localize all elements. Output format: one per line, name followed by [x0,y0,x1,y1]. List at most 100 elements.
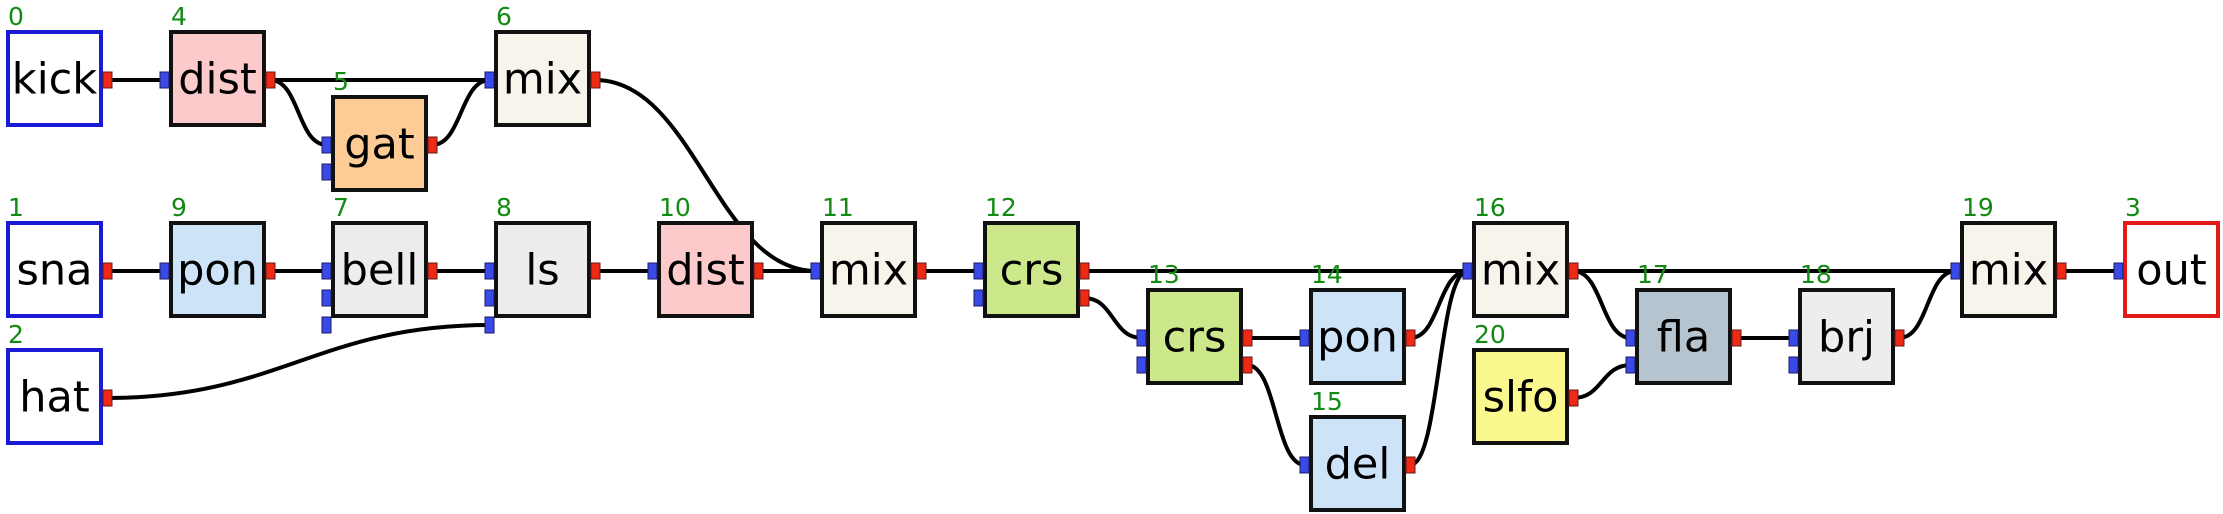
inlet-port-0[interactable] [159,262,170,280]
node-id-label: 6 [496,2,512,31]
outlet-port-0[interactable] [1405,329,1416,347]
node-box[interactable] [1635,288,1732,385]
inlet-port-2[interactable] [484,316,495,334]
node-box[interactable] [983,221,1080,318]
inlet-port-0[interactable] [159,71,170,89]
inlet-port-0[interactable] [810,262,821,280]
node-box[interactable] [6,30,103,127]
inlet-port-1[interactable] [321,163,332,181]
inlet-port-1[interactable] [1625,356,1636,374]
outlet-port-0[interactable] [590,262,601,280]
outlet-port-0[interactable] [427,136,438,154]
inlet-port-0[interactable] [1136,329,1147,347]
inlet-port-0[interactable] [1625,329,1636,347]
node-box[interactable] [6,348,103,445]
node-box[interactable] [1960,221,2057,318]
outlet-port-0[interactable] [1242,329,1253,347]
inlet-port-1[interactable] [1788,356,1799,374]
node-box[interactable] [494,30,591,127]
inlet-port-0[interactable] [321,136,332,154]
edge-13-to-15 [1246,363,1306,467]
outlet-port-0[interactable] [2056,262,2067,280]
outlet-port-0[interactable] [265,71,276,89]
node-box[interactable] [494,221,591,318]
inlet-port-1[interactable] [321,289,332,307]
node-box[interactable] [2123,221,2220,318]
inlet-port-0[interactable] [647,262,658,280]
outlet-port-0[interactable] [753,262,764,280]
outlet-port-0[interactable] [265,262,276,280]
inlet-port-0[interactable] [2113,262,2124,280]
node-box[interactable] [1146,288,1243,385]
outlet-port-0[interactable] [102,262,113,280]
outlet-port-0[interactable] [1079,262,1090,280]
inlet-port-0[interactable] [1299,456,1310,474]
inlet-port-0[interactable] [1299,329,1310,347]
node-box[interactable] [331,221,428,318]
node-name-label: dist [178,55,257,105]
inlet-port-0[interactable] [484,262,495,280]
node-8-ls[interactable]: 8ls [484,193,601,334]
outlet-port-0[interactable] [1731,329,1742,347]
outlet-port-0[interactable] [1568,389,1579,407]
inlet-port-1[interactable] [973,289,984,307]
node-box[interactable] [169,221,266,318]
inlet-port-1[interactable] [1136,356,1147,374]
node-box[interactable] [331,95,428,192]
node-box[interactable] [1309,288,1406,385]
inlet-port-1[interactable] [484,289,495,307]
node-box[interactable] [1798,288,1895,385]
node-box[interactable] [1472,348,1569,445]
inlet-port-0[interactable] [1462,262,1473,280]
inlet-port-0[interactable] [321,262,332,280]
outlet-port-0[interactable] [102,389,113,407]
node-name-label: mix [829,246,908,296]
node-box[interactable] [6,221,103,318]
outlet-port-1[interactable] [1242,356,1253,374]
outlet-port-0[interactable] [590,71,601,89]
node-id-label: 8 [496,193,512,222]
node-id-label: 20 [1474,320,1506,349]
node-box[interactable] [1309,415,1406,512]
node-box[interactable] [1472,221,1569,318]
outlet-port-0[interactable] [102,71,113,89]
outlet-port-0[interactable] [1405,456,1416,474]
inlet-port-0[interactable] [1788,329,1799,347]
node-box[interactable] [169,30,266,127]
inlet-port-2[interactable] [321,316,332,334]
outlet-port-0[interactable] [916,262,927,280]
inlet-port-0[interactable] [484,71,495,89]
outlet-port-0[interactable] [1568,262,1579,280]
node-name-label: dist [666,246,745,296]
inlet-port-0[interactable] [1950,262,1961,280]
inlet-port-0[interactable] [973,262,984,280]
node-id-label: 3 [2125,193,2141,222]
node-box[interactable] [820,221,917,318]
outlet-port-0[interactable] [427,262,438,280]
outlet-port-0[interactable] [1894,329,1905,347]
node-name-label: pon [1317,313,1398,363]
node-box[interactable] [657,221,754,318]
outlet-port-1[interactable] [1079,289,1090,307]
edge-16-to-17 [1572,269,1632,340]
